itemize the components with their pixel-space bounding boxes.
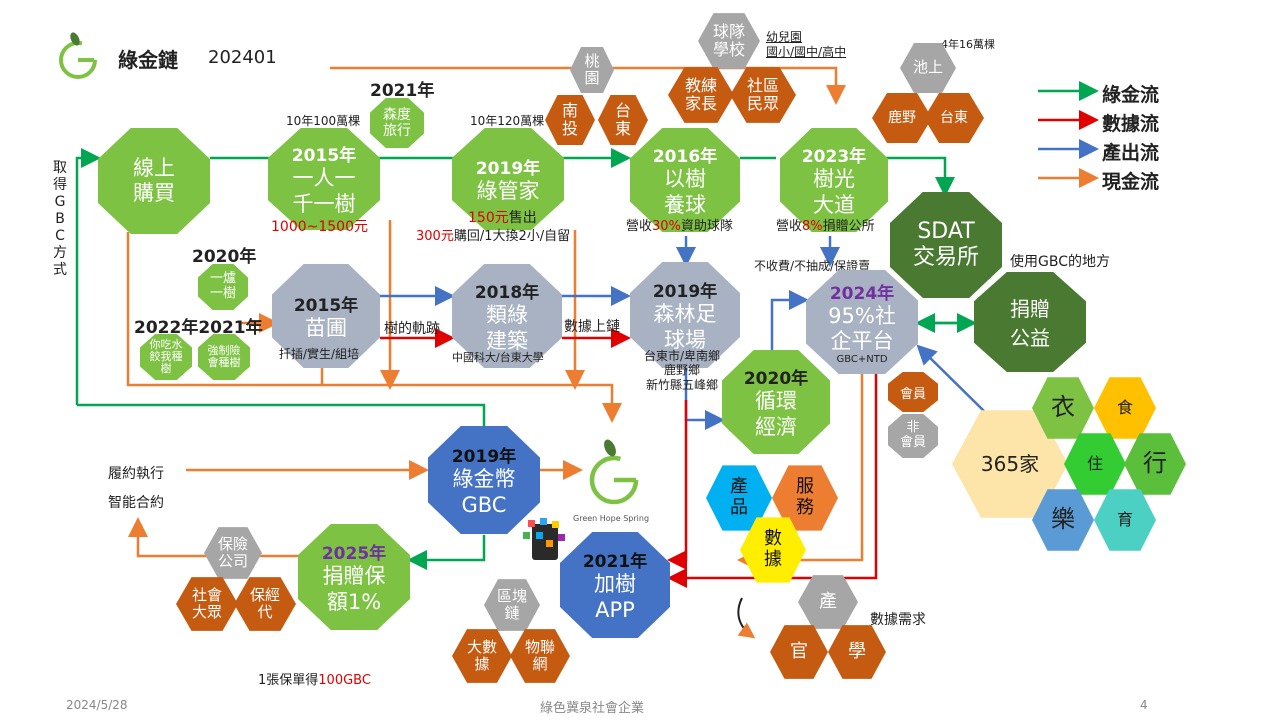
- donate-insure-node[interactable]: 2025年 捐贈保 額1%: [298, 524, 410, 630]
- team-note-kindergarten: 幼兒園: [766, 30, 803, 44]
- smart-contract-label: 智能合約: [108, 495, 164, 511]
- hex-big-data: 大數 據: [452, 629, 512, 683]
- hex-community: 社區 民眾: [730, 67, 796, 123]
- tree-track-label: 樹的軌跡: [384, 321, 440, 337]
- member-node[interactable]: 會員: [888, 372, 938, 412]
- hex-industry: 產: [798, 575, 858, 629]
- donate-welfare-node[interactable]: 捐贈 公益: [974, 272, 1086, 372]
- tree-light-note: 營收8%捐贈公所: [776, 219, 875, 234]
- tree-light-node[interactable]: 2023年 樹光 大道: [780, 128, 888, 232]
- legend-red: 數據流: [1102, 113, 1160, 135]
- hex-government: 官: [770, 625, 828, 679]
- page-title: 綠金鏈: [118, 48, 178, 72]
- hex-transport: 行: [1124, 433, 1186, 495]
- logo-text: Green Hope Spring: [573, 514, 650, 523]
- one-stove-year: 2020年: [192, 247, 257, 267]
- footer-org: 綠色冀泉社會企業: [540, 701, 645, 716]
- water-tree-node[interactable]: 你吃水 餃我種 樹: [140, 334, 192, 380]
- sdat-exchange-node[interactable]: SDAT 交易所: [890, 192, 1002, 298]
- green-butler-note: 10年120萬棵: [470, 114, 545, 128]
- hex-broker: 保經 代: [234, 577, 296, 631]
- legend-orange: 現金流: [1102, 171, 1160, 193]
- perform-label: 履約執行: [108, 466, 164, 482]
- hex-food: 食: [1094, 377, 1156, 439]
- hex-coach-parent: 教練 家長: [668, 67, 734, 123]
- app-node[interactable]: 2021年 加樹 APP: [560, 532, 670, 638]
- legend-blue: 產出流: [1102, 142, 1160, 164]
- footer-page: 4: [1140, 698, 1148, 712]
- online-buy-node[interactable]: 線上 購買: [98, 128, 210, 234]
- forest-field-note: 台東市/卑南鄉 鹿野鄉 新竹縣五峰鄉: [644, 349, 721, 392]
- legend-green: 綠金流: [1102, 84, 1160, 106]
- nursery-small-years: 2022年2021年: [134, 318, 263, 338]
- data-chain-label: 數據上鏈: [564, 319, 620, 335]
- hex-education: 育: [1094, 489, 1156, 551]
- green-hope-logo-icon: [584, 434, 644, 520]
- forced-insure-node[interactable]: 強制險 會種樹: [198, 334, 250, 380]
- green-butler-price: 150元售出: [468, 210, 537, 226]
- circular-economy-node[interactable]: 2020年 循環 經濟: [722, 350, 830, 454]
- green-butler-buyback: 300元購回/1大換2小/自留: [416, 229, 571, 244]
- chishang-note: 4年16萬棵: [941, 38, 995, 51]
- hex-taitung-2: 台東: [924, 93, 984, 143]
- non-member-node[interactable]: 非 會員: [888, 414, 938, 458]
- data-demand-label: 數據需求: [870, 612, 926, 628]
- hex-luye: 鹿野: [872, 93, 932, 143]
- hex-academia: 學: [828, 625, 886, 679]
- green-building-node[interactable]: 2018年 類綠 建築: [452, 264, 562, 368]
- platform-top-note: 不收費/不抽成/保證賣: [754, 259, 871, 273]
- tree-ball-note: 營收30%資助球隊: [626, 219, 733, 234]
- one-tree-price: 1000~1500元: [271, 219, 368, 235]
- nursery-node[interactable]: 2015年 苗圃: [272, 264, 380, 368]
- hex-public: 社會 大眾: [176, 577, 238, 631]
- gbc-use-label: 使用GBC的地方: [1010, 254, 1110, 270]
- hex-leisure: 樂: [1032, 489, 1094, 551]
- one-tree-note: 10年100萬棵: [286, 114, 361, 128]
- hex-living: 住: [1064, 433, 1126, 495]
- team-note-schools: 國小/國中/高中: [766, 45, 847, 59]
- hex-clothing: 衣: [1032, 377, 1094, 439]
- forest-field-node[interactable]: 2019年 森林足 球場: [630, 262, 740, 368]
- one-tree-node[interactable]: 2015年 一人一 千一樹: [268, 128, 380, 230]
- platform-node[interactable]: 2024年 95%社 企平台 GBC+NTD: [806, 270, 918, 374]
- legend-arrows: [1038, 81, 1099, 188]
- phone-apps-icon: [520, 518, 570, 568]
- one-stove-node[interactable]: 一爐 一樹: [198, 264, 248, 310]
- policy-label: 1張保單得100GBC: [258, 673, 371, 688]
- header-logo-icon: [56, 32, 100, 86]
- footer-date: 2024/5/28: [66, 698, 128, 712]
- tree-ball-node[interactable]: 2016年 以樹 養球: [630, 128, 740, 232]
- green-coin-node[interactable]: 2019年 綠金幣 GBC: [428, 426, 540, 534]
- nursery-note: 扦插/實生/組培: [279, 347, 360, 361]
- page-code: 202401: [208, 47, 277, 68]
- green-butler-node[interactable]: 2019年 綠管家: [452, 128, 564, 230]
- green-flow-side: [75, 148, 101, 405]
- hex-iot: 物聯 網: [510, 629, 570, 683]
- forest-travel-year: 2021年: [370, 81, 435, 101]
- green-building-note: 中國科大/台東大學: [452, 351, 544, 364]
- forest-travel-node[interactable]: 森度 旅行: [370, 98, 424, 148]
